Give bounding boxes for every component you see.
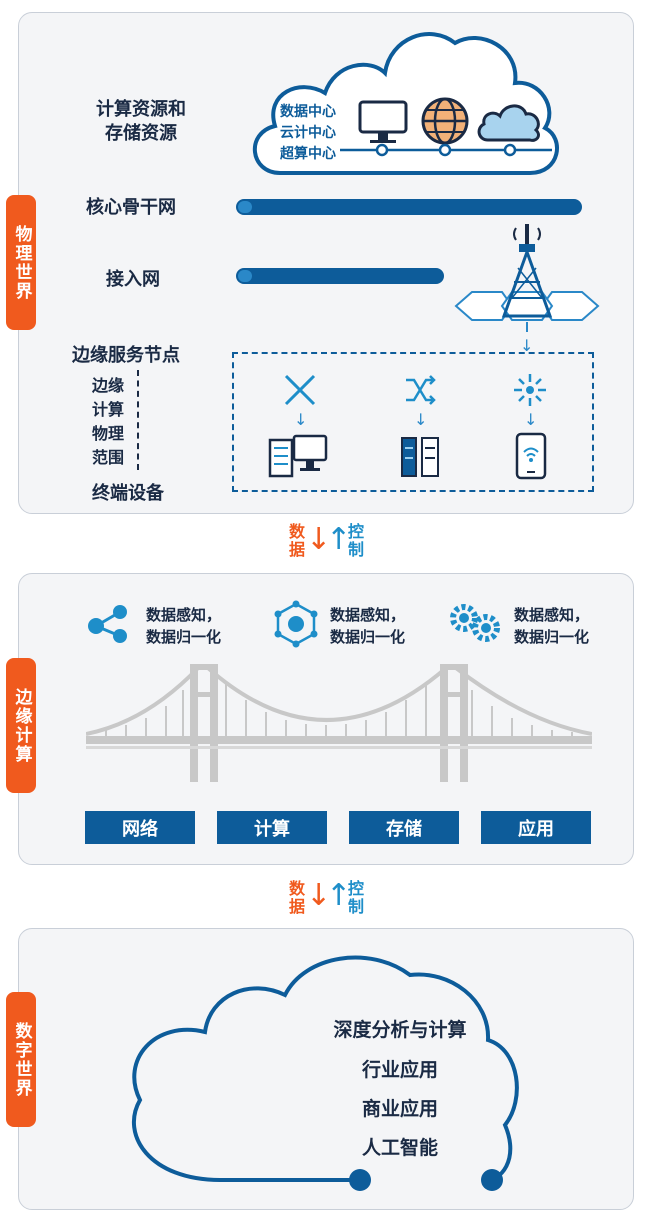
data-flow-label: 数据 xyxy=(288,522,305,559)
control-flow-label: 控制 xyxy=(347,522,364,559)
server-desktop-icon xyxy=(268,434,328,478)
gears-icon xyxy=(450,604,500,642)
digital-item: 商业应用 xyxy=(361,1098,438,1120)
edge-node-label: 边缘服务节点 xyxy=(72,345,180,366)
edge-down-arrow: ↓ xyxy=(524,410,538,429)
digital-item: 人工智能 xyxy=(361,1137,438,1159)
smartphone-icon xyxy=(515,432,547,480)
capability-application: 应用 xyxy=(481,811,591,844)
edge-range-divider xyxy=(137,370,139,470)
physical-world-tab: 物理世界 xyxy=(6,195,36,330)
control-up-arrow: ↑ xyxy=(326,878,352,913)
capability-storage: 存储 xyxy=(349,811,459,844)
core-network-bar xyxy=(236,199,582,215)
globe-icon xyxy=(421,97,469,145)
datacenter-list: 数据中心 云计中心 超算中心 xyxy=(280,102,336,165)
digital-item: 深度分析与计算 xyxy=(333,1019,467,1041)
tower-down-arrow: ↓ xyxy=(520,336,534,355)
feature-text: 数据感知， 数据归一化 xyxy=(330,606,406,646)
core-network-label: 核心骨干网 xyxy=(86,197,176,218)
data-flow-label: 数据 xyxy=(288,879,305,916)
digital-item: 行业应用 xyxy=(361,1059,438,1081)
signal-tower-icon xyxy=(454,224,600,332)
control-up-arrow: ↑ xyxy=(326,522,352,557)
bridge-illustration xyxy=(86,664,592,782)
datacenter-item: 云计中心 xyxy=(280,125,336,141)
network-hex-icon xyxy=(274,600,318,648)
capability-compute: 计算 xyxy=(217,811,327,844)
feature-text: 数据感知， 数据归一化 xyxy=(514,606,590,646)
share-icon xyxy=(88,605,127,643)
datacenter-connector-line xyxy=(340,143,552,157)
data-down-arrow: ↓ xyxy=(306,522,332,557)
compute-storage-label: 计算资源和 存储资源 xyxy=(96,99,186,144)
edge-range-label: 边缘 计算 物理 范围 xyxy=(92,376,125,467)
digital-world-tab: 数字世界 xyxy=(6,992,36,1127)
wireless-ap-icon xyxy=(514,374,546,406)
digital-world-panel xyxy=(18,928,634,1210)
datacenter-item: 数据中心 xyxy=(280,104,336,120)
monitor-icon xyxy=(358,100,408,143)
edge-computing-tab: 边缘计算 xyxy=(6,658,36,793)
switch-icon xyxy=(406,375,436,405)
server-rack-icon xyxy=(401,437,439,477)
datacenter-item: 超算中心 xyxy=(280,146,336,162)
data-down-arrow: ↓ xyxy=(306,878,332,913)
terminal-label: 终端设备 xyxy=(92,483,164,504)
feature-text: 数据感知， 数据归一化 xyxy=(146,606,222,646)
edge-down-arrow: ↓ xyxy=(414,410,428,429)
access-network-label: 接入网 xyxy=(106,269,160,290)
edge-node-box xyxy=(232,352,594,492)
capability-network: 网络 xyxy=(85,811,195,844)
router-icon xyxy=(284,374,316,406)
access-network-bar xyxy=(236,268,444,284)
digital-cloud xyxy=(132,955,519,1191)
edge-down-arrow: ↓ xyxy=(294,410,308,429)
cloud-icon xyxy=(477,104,540,142)
control-flow-label: 控制 xyxy=(347,879,364,916)
